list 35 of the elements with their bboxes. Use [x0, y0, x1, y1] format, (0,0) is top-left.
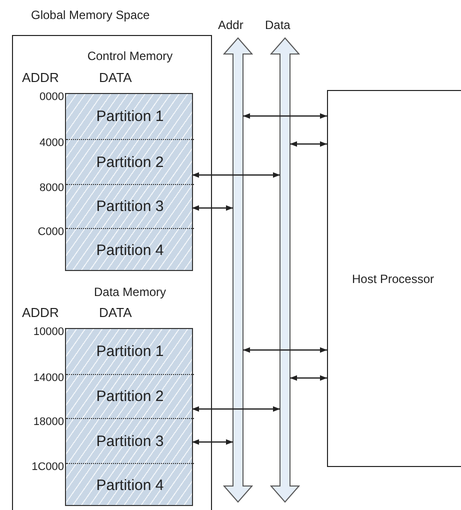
address-label: C000 [38, 226, 64, 238]
partition-label: Partition 2 [96, 388, 164, 405]
partition-label: Partition 1 [96, 108, 164, 125]
partition-label: Partition 4 [96, 242, 164, 259]
bus-label: Addr [218, 18, 244, 32]
address-label: 1C000 [32, 461, 64, 473]
arrow [192, 406, 280, 412]
column-header: ADDR [22, 70, 59, 85]
arrow [192, 439, 233, 445]
arrow [290, 375, 327, 381]
address-label: 8000 [40, 182, 64, 194]
column-header: ADDR [22, 305, 59, 320]
arrow [192, 172, 280, 178]
partition-label: Partition 3 [96, 198, 164, 215]
memory-title: Data Memory [92, 285, 168, 299]
arrow [290, 141, 327, 147]
address-label: 18000 [33, 416, 64, 428]
address-label: 10000 [33, 326, 64, 338]
processor-box [327, 90, 461, 467]
arrow [243, 113, 327, 119]
partition-label: Partition 3 [96, 432, 164, 450]
partition-label: Partition 1 [96, 343, 164, 360]
processor-label: Host Processor [352, 272, 434, 286]
column-header: DATA [99, 305, 132, 320]
bus-label: Data [265, 18, 290, 32]
partition-label: Partition 2 [96, 154, 164, 170]
frame-title: Global Memory Space [31, 8, 150, 22]
arrow [192, 205, 233, 211]
partition-label: Partition 4 [96, 477, 164, 494]
address-label: 4000 [40, 137, 64, 149]
address-label: 0000 [40, 91, 64, 103]
address-label: 14000 [33, 372, 64, 384]
memory-title: Control Memory [86, 49, 174, 63]
arrow [243, 347, 327, 353]
column-header: DATA [99, 70, 132, 85]
